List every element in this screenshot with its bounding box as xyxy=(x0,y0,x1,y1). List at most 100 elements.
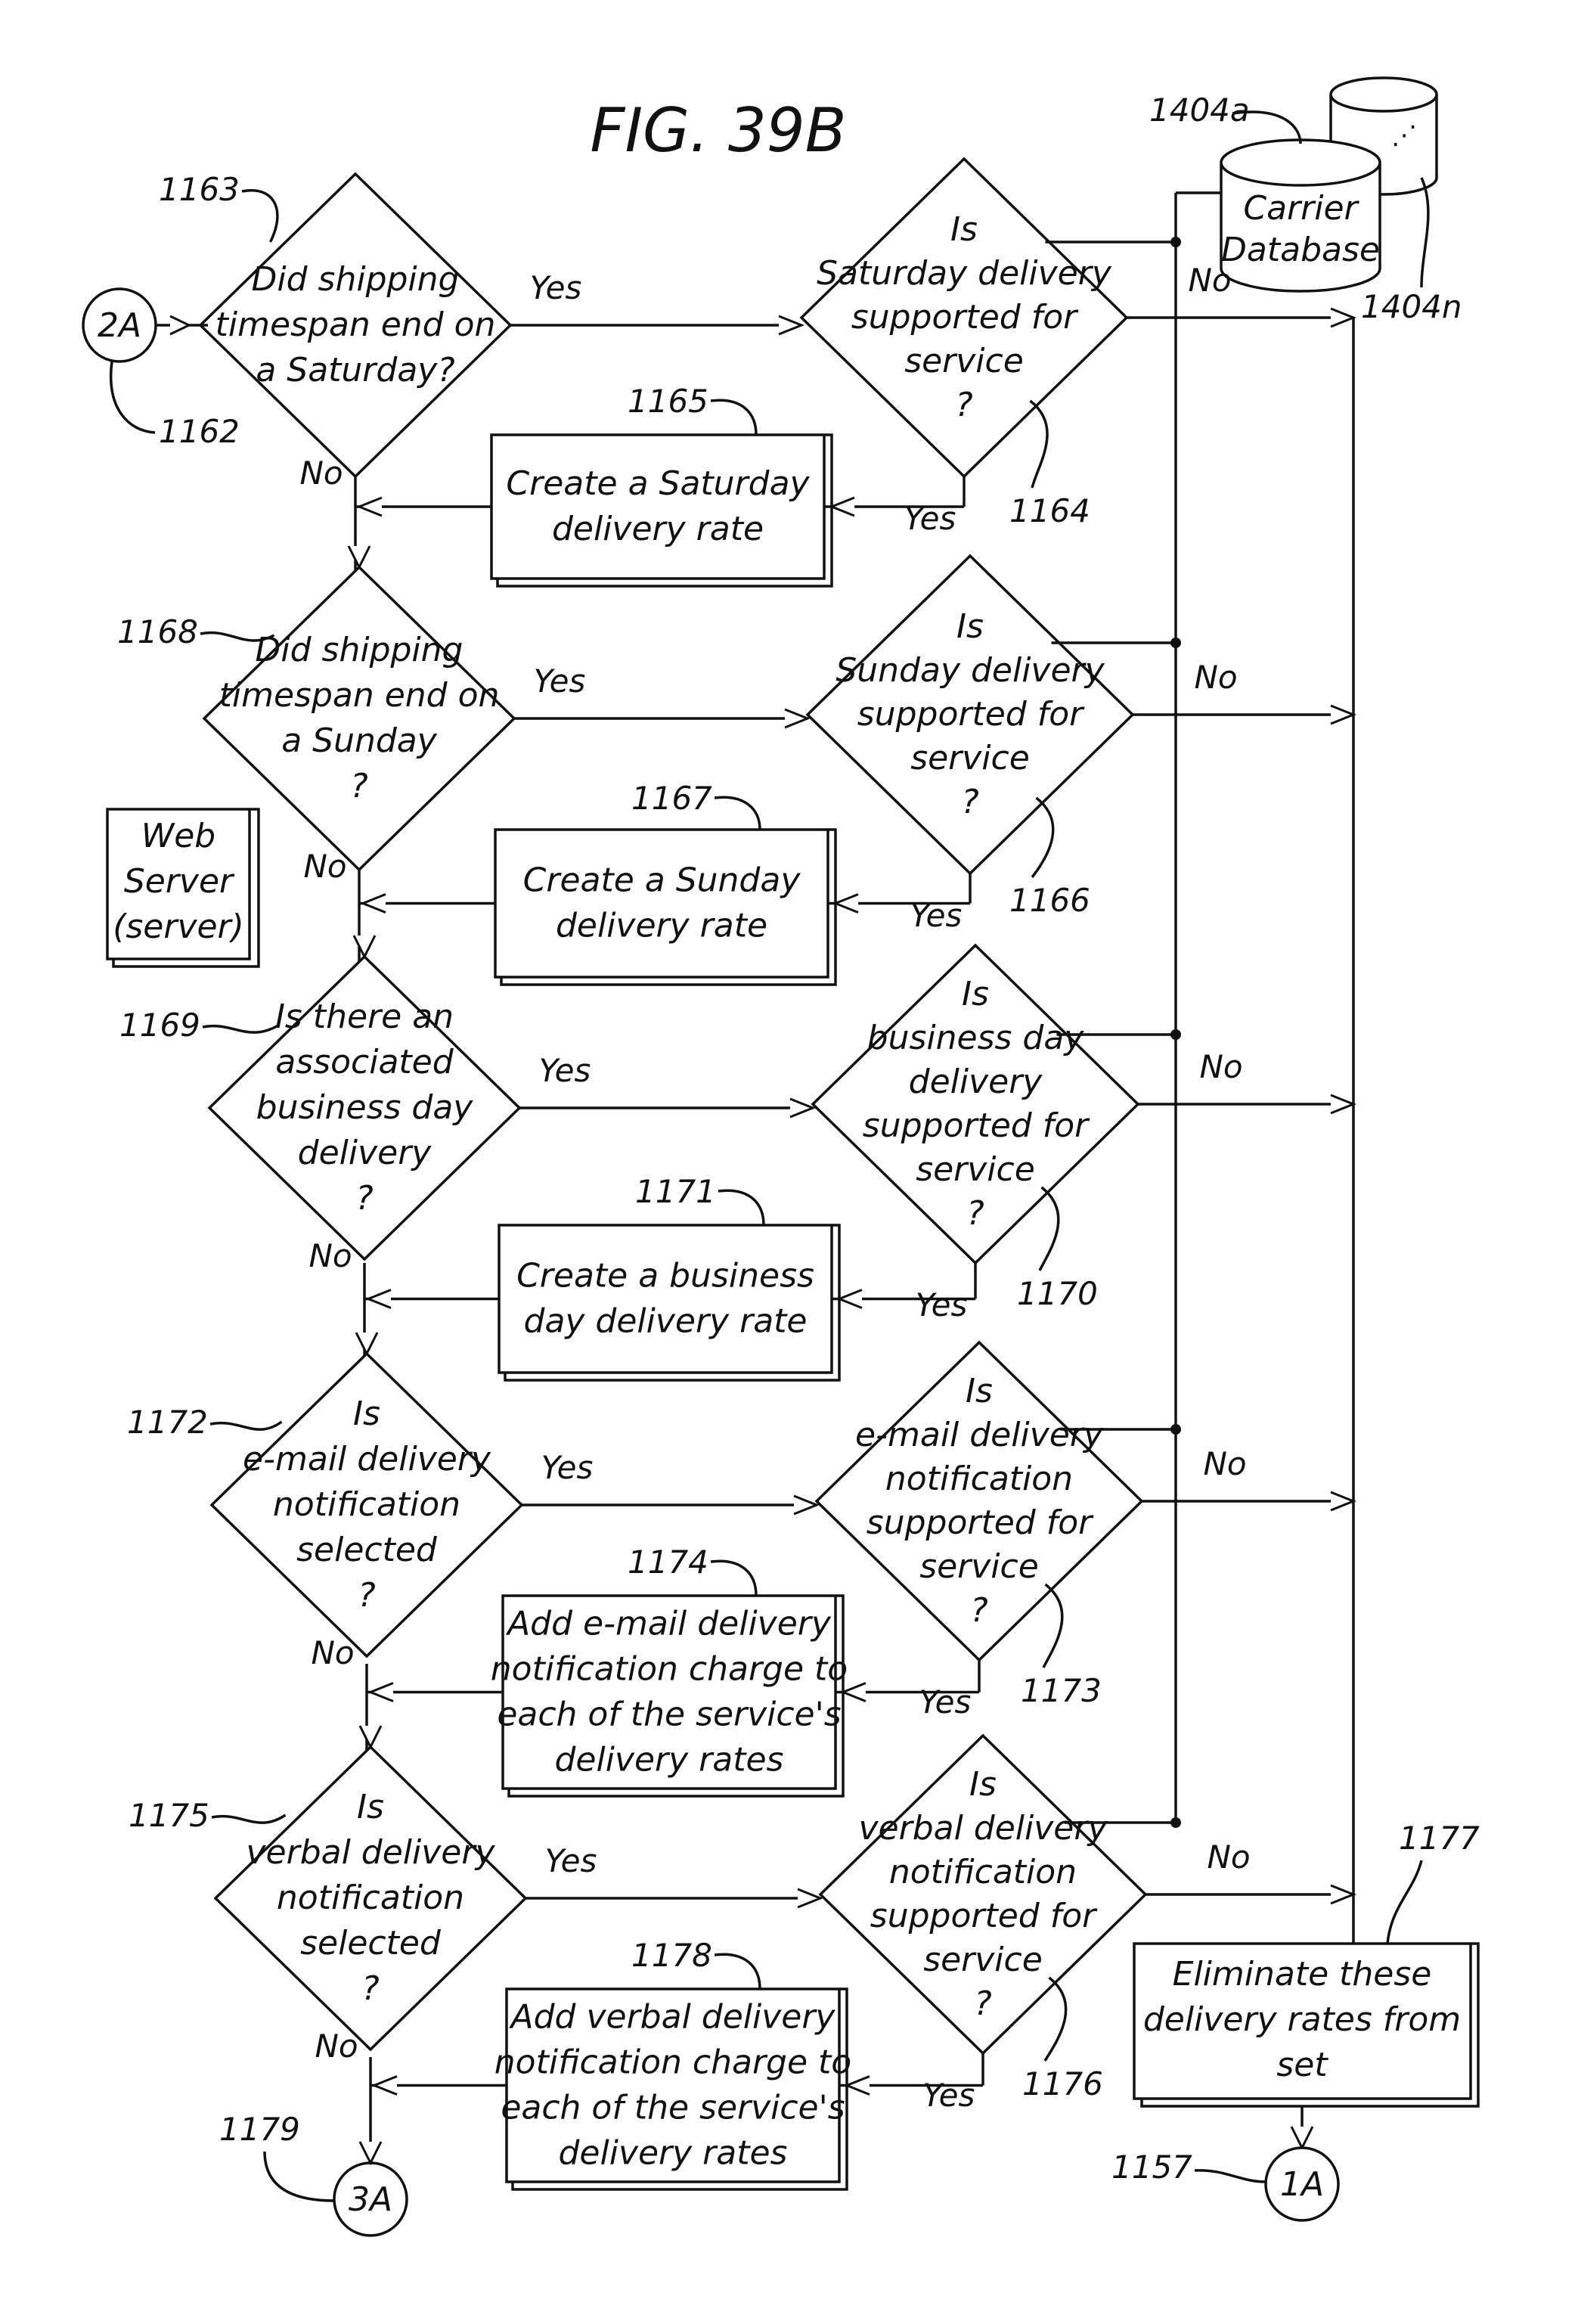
yes-label-left-4: Yes xyxy=(541,1449,594,1486)
yes-label-right-5: Yes xyxy=(923,2077,975,2114)
process-5-line-4: delivery rates xyxy=(559,2134,788,2173)
ref-1176: 1176 xyxy=(1022,2065,1103,2102)
decision-right-5-line-3: notification xyxy=(889,1853,1077,1891)
ref-1179: 1179 xyxy=(219,2111,300,2148)
process-5-line-3: each of the service's xyxy=(501,2089,845,2127)
decision-right-1-line-2: Saturday delivery xyxy=(817,254,1112,293)
decision-right-5-line-4: supported for xyxy=(870,1897,1098,1935)
web-server-box: Web Server (server) xyxy=(107,809,259,967)
ref-1168: 1168 xyxy=(117,613,198,650)
decision-left-2-line-2: timespan end on xyxy=(219,676,500,715)
connector-1a: 1A 1157 xyxy=(1111,2148,1338,2220)
decision-left-5-line-4: selected xyxy=(300,1924,442,1963)
ref-1173: 1173 xyxy=(1021,1672,1102,1709)
yes-label-left-5: Yes xyxy=(545,1842,597,1879)
ref-1164: 1164 xyxy=(1009,492,1090,529)
decision-left-3-line-2: associated xyxy=(275,1043,454,1081)
ref-1169: 1169 xyxy=(119,1007,200,1044)
ref-1166: 1166 xyxy=(1009,882,1090,919)
process-2-line-1: Create a Sunday xyxy=(523,861,801,900)
decision-left-4-line-3: notification xyxy=(273,1485,460,1524)
ref-1171: 1171 xyxy=(635,1173,716,1210)
decision-right-4-line-2: e-mail delivery xyxy=(855,1416,1104,1454)
svg-text:2A: 2A xyxy=(98,306,141,345)
yes-label-left-1: Yes xyxy=(530,269,582,306)
yes-label-left-2: Yes xyxy=(534,662,586,700)
decision-right-3-line-4: supported for xyxy=(863,1106,1090,1145)
ref-1157: 1157 xyxy=(1111,2149,1192,2186)
ref-1170: 1170 xyxy=(1017,1275,1098,1312)
decision-left-1-line-3: a Saturday? xyxy=(256,351,454,389)
decision-right-2-line-5: ? xyxy=(961,783,978,821)
process-box-3 xyxy=(499,1225,832,1373)
ref-1163: 1163 xyxy=(159,171,240,208)
decision-left-5-line-1: Is xyxy=(357,1788,384,1826)
decision-right-3-line-3: delivery xyxy=(909,1063,1043,1101)
ref-1404n: 1404n xyxy=(1361,288,1462,325)
decision-left-4-line-1: Is xyxy=(353,1395,380,1433)
decision-left-5-line-2: verbal delivery xyxy=(246,1833,496,1872)
web-server-line-3: (server) xyxy=(113,908,244,946)
no-label-left-2: No xyxy=(303,848,346,885)
flow-row-2: Did shipping timespan end on a Sunday? 1168… xyxy=(117,556,1353,985)
yes-label-right-4: Yes xyxy=(919,1683,972,1721)
ref-1178: 1178 xyxy=(631,1937,712,1974)
yes-label-right-3: Yes xyxy=(916,1286,968,1323)
process-2-line-2: delivery rate xyxy=(556,907,767,945)
no-label-right-2: No xyxy=(1194,659,1237,696)
connector-3a: 3A 1179 xyxy=(219,2111,407,2236)
no-label-left-1: No xyxy=(299,455,343,492)
decision-left-2-line-4: ? xyxy=(350,767,367,805)
decision-left-2-line-1: Did shipping xyxy=(256,631,463,669)
no-label-right-5: No xyxy=(1207,1838,1250,1876)
process-5-line-1: Add verbal delivery xyxy=(509,1998,836,2037)
decision-right-2-line-3: supported for xyxy=(857,695,1085,734)
process-4-line-2: notification charge to xyxy=(491,1650,848,1689)
ref-1404a: 1404a xyxy=(1149,92,1250,129)
decision-right-1-line-5: ? xyxy=(955,386,972,424)
decision-left-4-line-5: ? xyxy=(358,1576,375,1615)
decision-left-1-line-1: Did shipping xyxy=(252,260,460,299)
flow-row-3: Is there anassociatedbusiness daydeliver… xyxy=(119,945,1353,1380)
ref-1177: 1177 xyxy=(1399,1820,1480,1857)
no-label-right-3: No xyxy=(1199,1048,1242,1085)
ref-1167: 1167 xyxy=(631,780,712,817)
decision-right-1-line-3: supported for xyxy=(851,298,1079,337)
flow-row-1: Did shippingtimespan end ona Saturday?11… xyxy=(159,159,1353,586)
svg-text:⋰: ⋰ xyxy=(1391,120,1417,150)
decision-right-5-line-1: Is xyxy=(969,1765,997,1804)
ref-1174: 1174 xyxy=(628,1544,708,1581)
process-box-2 xyxy=(495,830,828,977)
process-box-1 xyxy=(491,435,824,579)
decision-right-2-line-4: service xyxy=(910,739,1030,777)
flow-row-4: Ise-mail deliverynotificationselected?11… xyxy=(127,1342,1353,1796)
process-4-line-3: each of the service's xyxy=(497,1696,841,1734)
decision-left-3-line-3: business day xyxy=(256,1088,474,1127)
decision-right-3-line-6: ? xyxy=(966,1194,984,1233)
process-1-line-1: Create a Saturday xyxy=(506,464,810,503)
ref-1165: 1165 xyxy=(628,383,708,420)
eliminate-line-1: Eliminate these xyxy=(1173,1955,1432,1994)
decision-right-1-line-1: Is xyxy=(950,210,978,249)
decision-left-2-line-3: a Sunday xyxy=(281,721,438,760)
decision-right-3-line-1: Is xyxy=(962,975,989,1013)
no-label-left-5: No xyxy=(315,2028,358,2065)
decision-right-3-line-5: service xyxy=(916,1150,1035,1189)
database-label-line-2: Database xyxy=(1221,231,1380,269)
decision-right-5-line-5: service xyxy=(923,1941,1043,1979)
no-label-left-4: No xyxy=(311,1634,354,1671)
decision-left-3-line-5: ? xyxy=(355,1179,373,1218)
eliminate-line-2: delivery rates from xyxy=(1143,2000,1461,2039)
yes-label-left-3: Yes xyxy=(539,1052,591,1089)
decision-right-4-line-4: supported for xyxy=(867,1503,1094,1542)
database-label-line-1: Carrier xyxy=(1243,189,1359,228)
decision-right-3-line-2: business day xyxy=(867,1019,1085,1057)
process-4-line-1: Add e-mail delivery xyxy=(505,1605,832,1643)
ref-1172: 1172 xyxy=(127,1404,208,1441)
web-server-line-1: Web xyxy=(141,817,216,855)
no-label-right-1: No xyxy=(1188,262,1231,299)
svg-text:3A: 3A xyxy=(349,2180,392,2219)
yes-label-right-1: Yes xyxy=(904,500,956,537)
decision-right-2-line-1: Is xyxy=(956,607,984,646)
